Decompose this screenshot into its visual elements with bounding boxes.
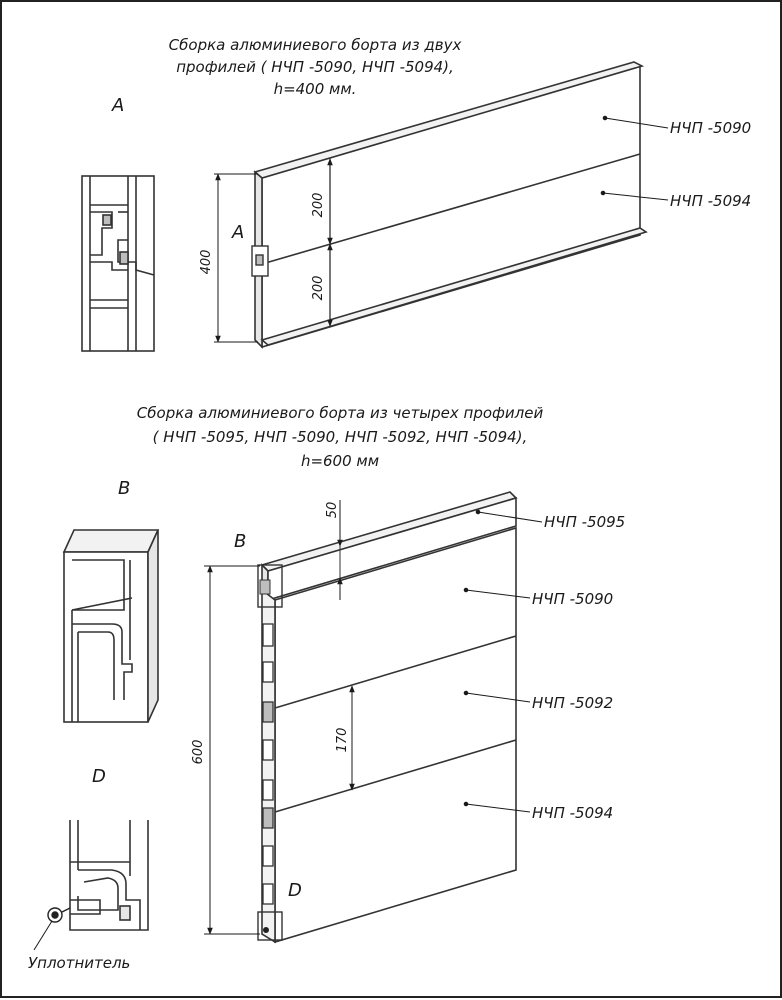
board-600-end-clips	[262, 623, 274, 905]
section-2-title-line-1: Сборка алюминиевого борта из четырех про…	[137, 404, 544, 422]
dim-50-value: 50	[325, 502, 340, 519]
part-label-5090-top: НЧП -5090	[670, 119, 751, 137]
callout-d-box	[257, 911, 283, 941]
callout-d-seal-icon	[263, 927, 269, 933]
callout-b-clip	[259, 579, 271, 595]
section-1-title-line-1: Сборка алюминиевого борта из двух	[169, 36, 462, 54]
seal-icon	[47, 907, 71, 923]
section-1-title-line-3: h=400 мм.	[274, 80, 357, 98]
section-1-titles: Сборка алюминиевого борта из двух профил…	[169, 36, 462, 98]
detail-a-profile-section	[81, 175, 155, 352]
part-label-5094: НЧП -5094	[532, 804, 613, 822]
section-1-title-line-2: профилей ( НЧП -5090, НЧП -5094),	[176, 58, 454, 76]
seal-label: Уплотнитель	[28, 954, 130, 972]
detail-d-profile-section	[69, 820, 149, 931]
dim-600-value: 600	[191, 740, 206, 765]
part-label-5095: НЧП -5095	[544, 513, 625, 531]
board-400-joint-detail	[251, 245, 269, 277]
callout-b-letter: B	[234, 531, 246, 552]
callout-a-letter: A	[231, 222, 244, 243]
dim-170-value: 170	[335, 728, 350, 753]
dim-400-line	[214, 173, 258, 343]
detail-b-profile-section	[62, 529, 160, 723]
dim-200-lower: 200	[311, 276, 326, 301]
board-600-assembly	[260, 491, 518, 944]
board-400-assembly	[253, 61, 648, 349]
section-2-title-line-2: ( НЧП -5095, НЧП -5090, НЧП -5092, НЧП -…	[153, 428, 528, 446]
detail-d-letter: D	[92, 766, 106, 787]
section-2-title-line-3: h=600 мм	[301, 452, 379, 470]
dim-200-upper: 200	[311, 193, 326, 218]
dim-400-value: 400	[199, 250, 214, 275]
detail-b-letter: B	[118, 478, 130, 499]
part-label-5090: НЧП -5090	[532, 590, 613, 608]
detail-a-letter: A	[111, 95, 124, 116]
callout-d-letter: D	[288, 880, 302, 901]
leaders-section-2	[463, 509, 543, 813]
part-label-5092: НЧП -5092	[532, 694, 613, 712]
seal-leader	[33, 920, 53, 951]
callout-b-box	[257, 564, 283, 608]
leaders-section-1	[600, 115, 669, 201]
part-label-5094-top: НЧП -5094	[670, 192, 751, 210]
dim-600-line	[204, 565, 260, 935]
section-2-titles: Сборка алюминиевого борта из четырех про…	[137, 404, 544, 470]
